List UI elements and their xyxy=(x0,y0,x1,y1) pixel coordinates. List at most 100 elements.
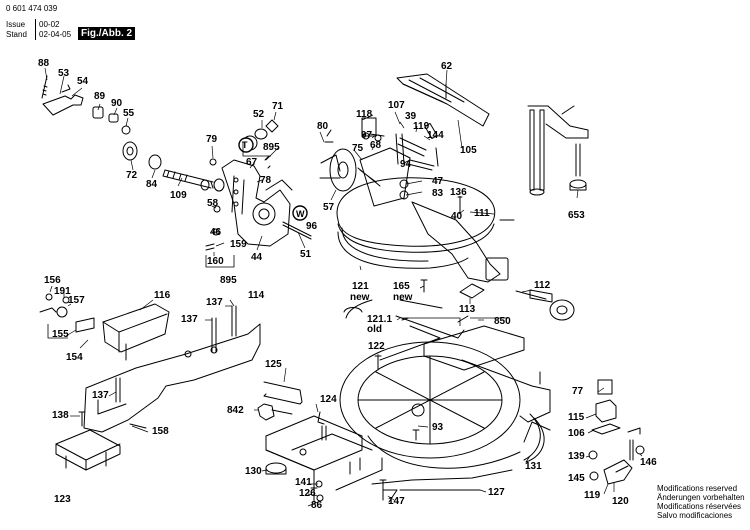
bracket-895-upper xyxy=(242,142,271,157)
part-label: 147 xyxy=(388,496,405,507)
stop-pieces xyxy=(39,293,95,333)
part-label: 71 xyxy=(272,101,284,112)
part-label: 160 xyxy=(207,256,224,267)
part-label: 44 xyxy=(251,252,263,263)
part-label: T xyxy=(242,140,248,150)
part-label: 111 xyxy=(474,208,490,219)
part-label: 77 xyxy=(572,386,584,397)
part-label: 109 xyxy=(170,190,187,201)
part-label: 114 xyxy=(248,290,265,301)
part-label: 55 xyxy=(123,108,135,119)
part-label: 141 xyxy=(295,477,312,488)
part-label: 58 xyxy=(207,198,219,209)
part-label: 119 xyxy=(584,490,601,501)
blade-guard xyxy=(319,117,515,283)
part-label: 122 xyxy=(368,341,385,352)
turntable-base xyxy=(265,299,551,503)
part-label: 850 xyxy=(494,316,511,327)
part-label: 80 xyxy=(317,121,329,132)
part-label: 126 xyxy=(299,488,316,499)
part-label: 78 xyxy=(260,175,272,186)
bracket-121-old xyxy=(402,317,461,326)
part-label: 106 xyxy=(568,428,585,439)
bracket-155 xyxy=(47,324,68,339)
part-label: 90 xyxy=(111,98,123,109)
part-label: 144 xyxy=(427,130,444,141)
part-label: 127 xyxy=(488,487,505,498)
part-label: 54 xyxy=(77,76,89,87)
part-label: 159 xyxy=(230,239,247,250)
stand-label: Stand xyxy=(6,30,27,39)
note-line: Änderungen vorbehalten xyxy=(657,493,745,502)
part-label: 57 xyxy=(323,202,335,213)
part-label: W xyxy=(296,209,305,219)
part-label: 130 xyxy=(245,466,262,477)
part-label: new xyxy=(350,292,370,303)
part-label: 118 xyxy=(356,109,373,120)
part-label: 158 xyxy=(152,426,169,437)
part-label: 191 xyxy=(54,286,71,297)
part-label: 146 xyxy=(640,457,657,468)
part-label: 75 xyxy=(352,143,364,154)
part-label: 52 xyxy=(253,109,265,120)
part-label: 121.1 xyxy=(367,314,393,325)
part-label: 83 xyxy=(432,188,444,199)
part-label: 105 xyxy=(460,145,477,156)
handle-assembly xyxy=(41,75,225,192)
part-label: 62 xyxy=(441,61,453,72)
header-divider xyxy=(35,19,36,40)
part-label: 67 xyxy=(246,157,258,168)
issue-label: Issue xyxy=(6,20,26,29)
part-label: 115 xyxy=(568,412,585,423)
figure-badge: Fig./Abb. 2 xyxy=(78,27,136,40)
note-line: Salvo modificaciones xyxy=(657,511,733,520)
part-label: 88 xyxy=(38,58,50,69)
part-label: 131 xyxy=(525,461,542,472)
part-label: 138 xyxy=(52,410,69,421)
part-number: 0 601 474 039 xyxy=(6,4,58,13)
note-line: Modifications réservées xyxy=(657,502,742,511)
part-label: 653 xyxy=(568,210,585,221)
fence-extension xyxy=(102,303,170,361)
hold-down-clamp xyxy=(527,105,589,196)
part-label: 86 xyxy=(311,500,323,511)
part-label: 136 xyxy=(450,187,467,198)
part-label: 119 xyxy=(413,121,430,132)
part-label: 125 xyxy=(265,359,282,370)
part-label: 107 xyxy=(388,100,405,111)
part-label: 120 xyxy=(612,496,629,507)
part-label: 72 xyxy=(126,170,138,181)
part-label: new xyxy=(393,292,413,303)
part-label: 165 xyxy=(393,281,410,292)
knob-assembly xyxy=(515,289,575,321)
part-label: 51 xyxy=(300,249,312,260)
part-label: 842 xyxy=(227,405,244,416)
part-label: 121 xyxy=(352,281,369,292)
rail-cover xyxy=(396,73,490,127)
part-label: 137 xyxy=(206,297,223,308)
fence xyxy=(83,305,261,433)
part-label: old xyxy=(367,324,382,335)
part-label: 68 xyxy=(370,140,382,151)
part-label: 93 xyxy=(432,422,444,433)
part-label: 84 xyxy=(146,179,158,190)
part-label: 124 xyxy=(320,394,337,405)
part-label: 156 xyxy=(44,275,61,286)
part-label: 97 xyxy=(361,130,373,141)
part-label: 39 xyxy=(405,111,417,122)
part-label: 40 xyxy=(451,211,463,222)
part-label: 145 xyxy=(568,473,585,484)
part-label: 137 xyxy=(92,390,109,401)
part-label: 79 xyxy=(206,134,218,145)
part-label: 155 xyxy=(52,329,69,340)
part-label: 96 xyxy=(306,221,318,232)
bracket-895-lower xyxy=(205,255,235,268)
part-label: 157 xyxy=(68,295,85,306)
note-line: Modifications reserved xyxy=(657,484,738,493)
motor-bracket xyxy=(205,119,312,251)
part-label: 113 xyxy=(459,304,476,315)
part-label: 139 xyxy=(568,451,585,462)
stand-value: 02-04-05 xyxy=(39,30,72,39)
part-label: 895 xyxy=(263,142,280,153)
